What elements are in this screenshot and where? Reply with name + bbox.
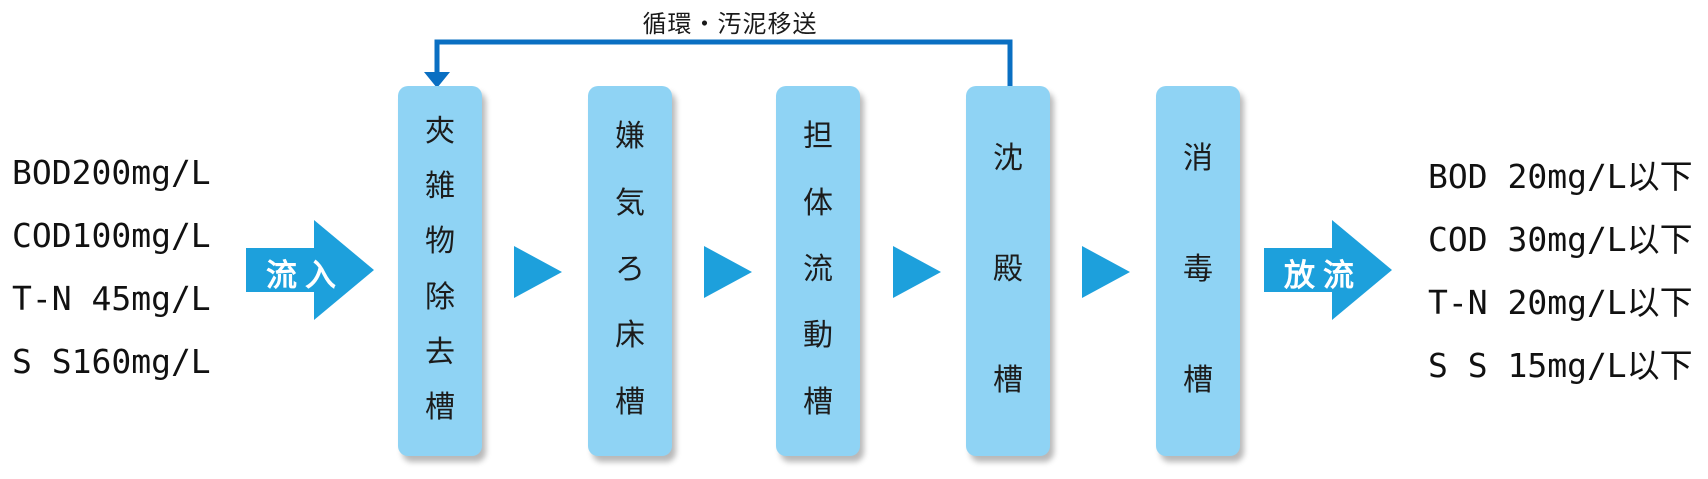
tank-char: 床	[615, 318, 645, 354]
effluent-ss: S S 15mg/L以下	[1428, 346, 1693, 385]
tank-char: 槽	[615, 384, 645, 420]
tank-char: 槽	[803, 384, 833, 420]
tank-char: 担	[803, 119, 833, 155]
effluent-bod: BOD 20mg/L以下	[1428, 157, 1693, 196]
tank-media-fluidized: 担 体 流 動 槽	[776, 86, 860, 456]
influent-tn: T-N 45mg/L	[12, 279, 211, 318]
tank-char: 流	[803, 251, 833, 287]
tank-disinfection: 消 毒 槽	[1156, 86, 1240, 456]
tank-char: ろ	[615, 251, 645, 287]
tank-char: 槽	[1183, 362, 1213, 398]
influent-bod: BOD200mg/L	[12, 153, 211, 192]
effluent-tn: T-N 20mg/L以下	[1428, 283, 1693, 322]
tank-contaminant-removal: 夾 雑 物 除 去 槽	[398, 86, 482, 456]
tank-sedimentation: 沈 殿 槽	[966, 86, 1050, 456]
tank-char: 沈	[993, 141, 1023, 177]
flow-arrow-3-icon	[893, 246, 941, 302]
tank-char: 夾	[425, 113, 455, 149]
discharge-arrow-icon	[1264, 220, 1392, 320]
discharge-label: 放流	[1284, 258, 1362, 294]
tank-char: 動	[803, 318, 833, 354]
influent-ss: S S160mg/L	[12, 342, 211, 381]
tank-char: 物	[425, 224, 455, 260]
influent-cod: COD100mg/L	[12, 216, 211, 255]
inflow-arrow-icon	[246, 220, 374, 320]
inflow-label: 流入	[266, 258, 344, 294]
tank-char: 体	[803, 185, 833, 221]
discharge-arrow: 放流	[1264, 220, 1412, 325]
tank-char: 去	[425, 334, 455, 370]
flow-arrow-1-icon	[514, 246, 562, 302]
tank-char: 殿	[993, 251, 1023, 287]
tank-char: 消	[1183, 141, 1213, 177]
effluent-cod: COD 30mg/L以下	[1428, 220, 1693, 259]
tank-char: 気	[615, 185, 645, 221]
recirculation-label: 循環・汚泥移送	[642, 10, 818, 38]
tank-char: 槽	[425, 390, 455, 426]
flow-arrow-4-icon	[1082, 246, 1130, 302]
tank-anaerobic-filter: 嫌 気 ろ 床 槽	[588, 86, 672, 456]
tank-char: 槽	[993, 362, 1023, 398]
loop-arrowhead-icon	[424, 72, 450, 88]
flow-arrow-2-icon	[704, 246, 752, 302]
tank-char: 毒	[1183, 251, 1213, 287]
tank-char: 嫌	[615, 119, 645, 155]
tank-char: 雑	[425, 168, 455, 204]
inflow-arrow: 流入	[246, 220, 394, 325]
tank-char: 除	[425, 279, 455, 315]
